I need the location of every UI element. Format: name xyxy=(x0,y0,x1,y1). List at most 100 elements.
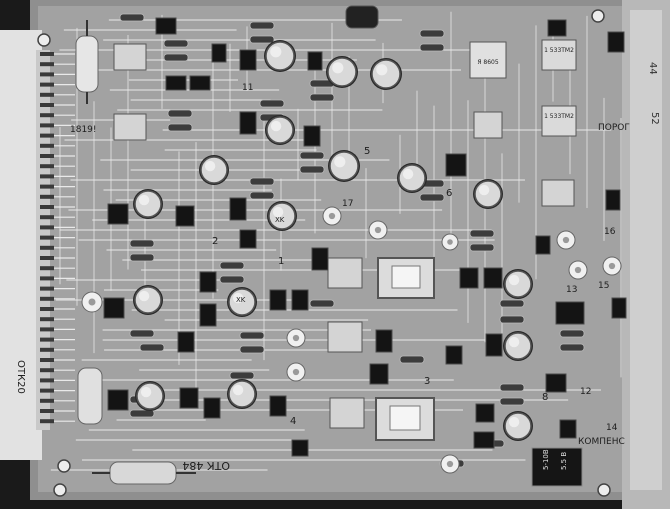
black-component xyxy=(179,387,199,409)
black-component xyxy=(611,297,627,319)
resistor xyxy=(299,151,325,160)
resistor xyxy=(219,261,245,270)
transistor-can xyxy=(266,116,294,144)
can-highlight xyxy=(270,46,282,58)
resistor xyxy=(119,13,145,22)
resistor xyxy=(299,165,325,174)
black-component xyxy=(239,111,257,135)
can-highlight xyxy=(376,64,388,76)
mounting-hole xyxy=(37,33,51,47)
connector-pin xyxy=(40,92,54,97)
board-mark: 6 xyxy=(446,188,452,199)
board-mark: XK xyxy=(236,296,246,304)
connector-pin xyxy=(40,143,54,148)
transistor-can xyxy=(134,286,162,314)
flatpack-ic xyxy=(541,39,577,71)
kompens-label: КОМПЕНС xyxy=(578,437,625,447)
black-components xyxy=(103,17,627,457)
resistor xyxy=(309,93,335,102)
black-component xyxy=(103,297,125,319)
connector-pin xyxy=(40,215,54,220)
porog-label: ПОРОГ xyxy=(598,123,630,133)
resistor xyxy=(219,275,245,284)
connector-pin xyxy=(40,82,54,87)
can-highlight xyxy=(272,206,284,218)
connector-pin xyxy=(40,398,54,403)
trimmer-label: 5-10В xyxy=(542,449,550,470)
flatpack-ic xyxy=(327,321,363,353)
ring-pad-hole xyxy=(562,236,570,244)
transistor-can xyxy=(371,59,401,89)
board-mark: 2 xyxy=(212,236,218,247)
connector-pin xyxy=(40,368,54,373)
transistor-can xyxy=(474,180,502,208)
connector-pin xyxy=(40,388,54,393)
resistor xyxy=(249,191,275,200)
black-component xyxy=(189,75,211,91)
resistor xyxy=(129,239,155,248)
ring-pad-hole xyxy=(374,226,382,234)
black-component xyxy=(535,235,551,255)
black-component xyxy=(559,419,577,439)
resistor xyxy=(249,177,275,186)
resistor xyxy=(163,53,189,62)
connector-pin xyxy=(40,409,54,413)
mounting-hole xyxy=(53,483,67,497)
side-code: ОТК20 xyxy=(15,360,26,394)
connector-pin xyxy=(40,113,54,118)
transistor-can xyxy=(504,412,532,440)
black-component xyxy=(303,125,321,147)
chip-label: Я 8605 xyxy=(477,59,499,66)
transistor-can xyxy=(504,332,532,360)
black-component xyxy=(229,197,247,221)
mounting-hole xyxy=(57,459,71,473)
flatpack-ic xyxy=(375,397,435,441)
board-mark: 5 xyxy=(364,146,370,157)
resistor xyxy=(419,43,445,52)
flatpack-ic xyxy=(377,257,435,299)
black-component xyxy=(203,397,221,419)
black-component xyxy=(269,395,287,417)
board-mark: 16 xyxy=(604,227,616,237)
mounting-holes xyxy=(37,9,611,497)
connector-pin xyxy=(40,62,54,67)
can-highlight xyxy=(402,168,414,180)
ring-pad-hole xyxy=(292,334,300,342)
black-component xyxy=(555,301,585,325)
black-component xyxy=(459,267,479,289)
connector-pin xyxy=(40,205,54,209)
transistor-can xyxy=(398,164,426,192)
connector-pin xyxy=(40,184,54,189)
resistor xyxy=(499,315,525,324)
transistor-can xyxy=(504,270,532,298)
black-component xyxy=(375,329,393,353)
flatpack-ic xyxy=(469,41,507,79)
black-component xyxy=(483,267,503,289)
resistor xyxy=(239,345,265,354)
connector-pin xyxy=(40,194,54,199)
resistor xyxy=(249,35,275,44)
connector-pin xyxy=(40,307,54,311)
connector-pin xyxy=(40,154,54,158)
board-mark: XK xyxy=(275,216,285,224)
transistor-can xyxy=(329,151,359,181)
flatpack-ic xyxy=(329,397,365,429)
connector-pin xyxy=(40,378,54,383)
black-component xyxy=(165,75,187,91)
can-highlight xyxy=(232,384,244,396)
resistor xyxy=(559,343,585,352)
black-component xyxy=(107,203,129,225)
resistor xyxy=(469,243,495,252)
black-component xyxy=(177,331,195,353)
black-capacitor xyxy=(345,5,379,29)
black-component xyxy=(547,19,567,37)
resistor xyxy=(419,193,445,202)
resistor xyxy=(399,355,425,364)
board-mark: 12 xyxy=(580,387,591,397)
black-component xyxy=(485,333,503,357)
ring-pad-hole xyxy=(608,262,616,270)
resistor xyxy=(167,123,193,132)
flatpack-ic xyxy=(113,43,147,71)
ring-pad-hole xyxy=(328,212,336,220)
